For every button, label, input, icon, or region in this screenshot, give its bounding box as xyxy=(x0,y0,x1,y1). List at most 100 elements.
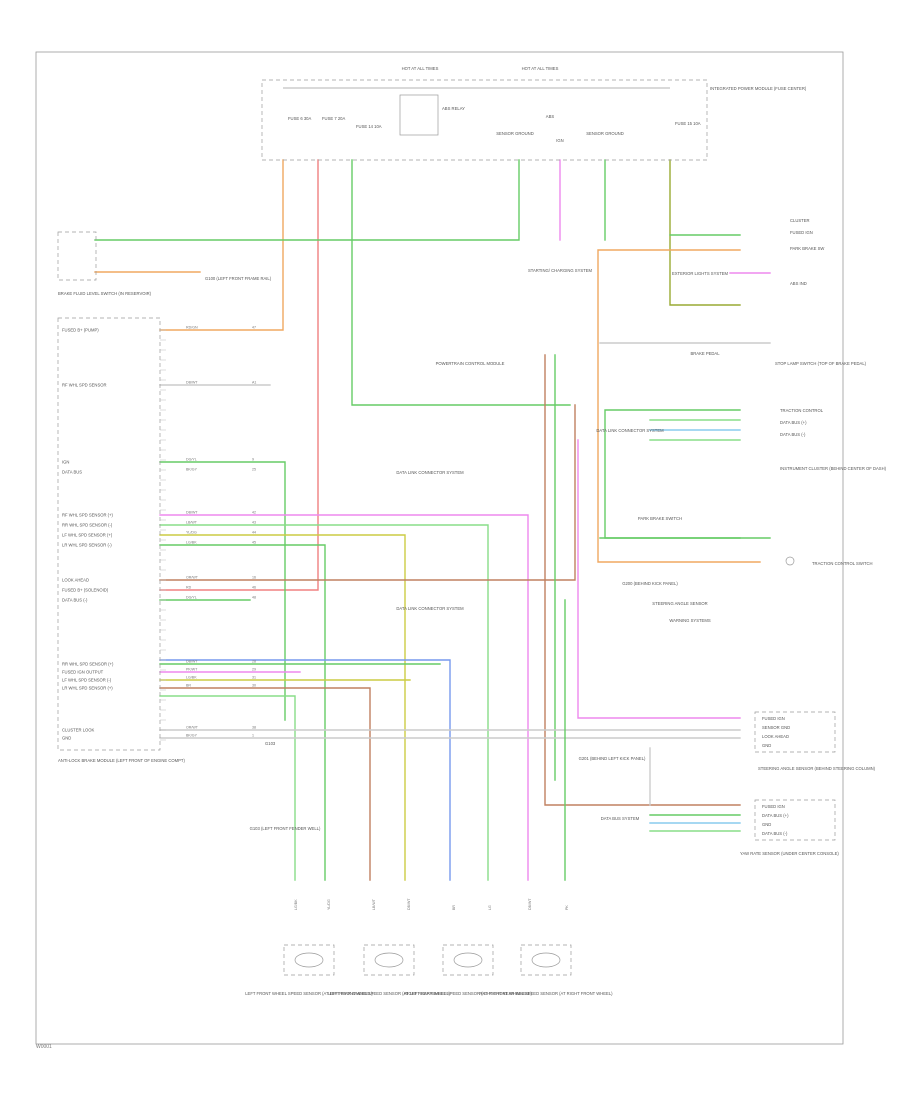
abs-module: ANTI-LOCK BRAKE MODULE (LEFT FRONT OF EN… xyxy=(57,317,256,763)
sensor-wire-labels: LG/BK YL/DG LB/WT DB/WT BR LG DB/WT PK xyxy=(294,898,569,910)
brake-fluid-switch-name: BRAKE FLUID LEVEL SWITCH (IN RESERVOIR) xyxy=(58,291,152,296)
lf-wheel-sensor: LEFT FRONT WHEEL SPEED SENSOR (AT LEFT F… xyxy=(245,944,373,996)
lf-sensor-icon xyxy=(294,952,324,968)
pin-number: 29 xyxy=(252,668,256,672)
pin-label: RF WHL SPD SENSOR (+) xyxy=(62,513,114,518)
g100-note: G100 (LEFT FRONT FRAME RAIL) xyxy=(205,276,272,281)
steering-angle-box xyxy=(754,711,836,753)
traction-switch-label: TRACTION CONTROL SWITCH xyxy=(812,561,873,566)
fuse-block-top-left: HOT AT ALL TIMES xyxy=(402,66,439,71)
stop-lamp-name: STOP LAMP SWITCH (TOP OF BRAKE PEDAL) xyxy=(775,361,867,366)
sensor-wire-2: LB/WT xyxy=(372,898,376,910)
pin-label: CLUSTER LOOK xyxy=(62,728,95,733)
lower-block-1-2: LOOK AHEAD xyxy=(762,734,789,739)
rf-wheel-sensor: RIGHT FRONT WHEEL SPEED SENSOR (AT RIGHT… xyxy=(479,944,613,996)
wire-green-ign-pin xyxy=(159,461,286,721)
lower-block-1-3: GND xyxy=(762,743,771,748)
wire-green-lr-extra xyxy=(159,695,296,881)
pin-label: RR WHL SPD SENSOR (+) xyxy=(62,662,114,667)
fuse-block: HOT AT ALL TIMES HOT AT ALL TIMES FUSE 6… xyxy=(261,66,807,161)
abs-module-name: ANTI-LOCK BRAKE MODULE (LEFT FRONT OF EN… xyxy=(58,758,185,763)
lower-block-2-3: DATA BUS (-) xyxy=(762,831,788,836)
fuse-14-label: FUSE 14 10A xyxy=(356,124,382,129)
pin-wire-color: DB/WT xyxy=(186,381,198,385)
sensor-wire-1: YL/DG xyxy=(327,899,331,910)
pin-label: RR WHL SPD SENSOR (-) xyxy=(62,523,113,528)
lr-sensor-box xyxy=(363,944,415,976)
bus-label-3: SENSOR GROUND xyxy=(586,131,623,136)
wire-pink-rf xyxy=(159,514,529,881)
steering-angle-block: FUSED IGN SENSOR GND LOOK AHEAD GND STEE… xyxy=(579,711,876,771)
wire-brown-lower xyxy=(544,354,741,806)
pin-number: 31 xyxy=(252,676,256,680)
pin-number: 38 xyxy=(252,726,256,730)
park-brake-label: PARK BRAKE SWITCH xyxy=(638,516,682,521)
sensor-wire-7: PK xyxy=(565,905,569,910)
footer-code: W0001 xyxy=(36,1044,52,1050)
lf-sensor-box xyxy=(283,944,335,976)
pin-wire-color: RD xyxy=(186,586,192,590)
pin-number: 30 xyxy=(252,684,256,688)
g201-label: G201 (BEHIND LEFT KICK PANEL) xyxy=(579,756,646,761)
bus-label-1: SENSOR GROUND xyxy=(496,131,533,136)
right-side: CLUSTER FUSED IGN PARK BRAKE SW ABS IND … xyxy=(622,218,886,606)
pin-wire-color: LG/BK xyxy=(186,676,197,680)
sensor-wire-6: DB/WT xyxy=(528,898,532,910)
wire-lgreen-rr xyxy=(159,524,489,881)
pin-number: 42 xyxy=(252,511,256,515)
pin-number: 45 xyxy=(252,541,256,545)
left-bottom-note: G103 xyxy=(265,741,276,746)
pin-label: LF WHL SPD SENSOR (-) xyxy=(62,678,112,683)
cluster-mid-1: DATA BUS (+) xyxy=(780,420,807,425)
pin-label: FUSED B+ (SOLENOID) xyxy=(62,588,109,593)
warning-systems-note: WARNING SYSTEMS xyxy=(669,618,710,623)
rf-sensor-label: RIGHT FRONT WHEEL SPEED SENSOR (AT RIGHT… xyxy=(479,991,613,996)
pin-number: 1 xyxy=(252,734,254,738)
cluster-top-3: ABS IND xyxy=(790,281,807,286)
cluster-mid-0: TRACTION CONTROL xyxy=(780,408,824,413)
diagram-frame xyxy=(35,51,844,1045)
exterior-lights-note: EXTERIOR LIGHTS SYSTEM xyxy=(672,271,729,276)
wire-green-lr xyxy=(159,544,326,881)
rr-sensor-box xyxy=(442,944,494,976)
fuse-block-name: INTEGRATED POWER MODULE (FUSE CENTER) xyxy=(710,86,807,91)
system-notes: STARTING/ CHARGING SYSTEM POWERTRAIN CON… xyxy=(396,268,728,821)
pin-number: 47 xyxy=(252,326,256,330)
pin-label: LR WHL SPD SENSOR (+) xyxy=(62,686,113,691)
bus-label-2: IGN xyxy=(556,138,563,143)
pin-wire-color: PK/WT xyxy=(186,668,198,672)
wire-orange-cluster xyxy=(597,249,761,563)
wires xyxy=(94,159,771,881)
pin-wire-color: RD/GN xyxy=(186,326,198,330)
brake-fluid-switch: BRAKE FLUID LEVEL SWITCH (IN RESERVOIR) … xyxy=(57,231,272,296)
g103-label: G103 (LEFT FRONT FENDER WELL) xyxy=(250,826,321,831)
data-bus-note: DATA BUS SYSTEM xyxy=(601,816,640,821)
wire-green-brake-switch xyxy=(94,159,520,241)
pin-wire-color: BR xyxy=(186,684,191,688)
sensor-wire-0: LG/BK xyxy=(294,899,298,910)
wire-red-fuse7 xyxy=(159,159,319,591)
wire-green-fuse14 xyxy=(351,159,571,406)
pin-label: LR WHL SPD SENSOR (-) xyxy=(62,543,112,548)
pin-number: 44 xyxy=(252,531,256,535)
starting-system-note: STARTING/ CHARGING SYSTEM xyxy=(528,268,593,273)
pin-number: A1 xyxy=(252,381,256,385)
steering-label: STEERING ANGLE SENSOR xyxy=(652,601,707,606)
pin-wire-color: BK/GY xyxy=(186,734,198,738)
sensor-wire-4: BR xyxy=(452,905,456,910)
wire-yellow-lf xyxy=(159,534,406,881)
abs-relay-label: ABS RELAY xyxy=(442,106,465,111)
rr-sensor-label: RIGHT REAR WHEEL SPEED SENSOR (AT RIGHT … xyxy=(404,991,532,996)
lower-block-1-0: FUSED IGN xyxy=(762,716,785,721)
pin-wire-color: DB/WT xyxy=(186,660,198,664)
rf-sensor-box xyxy=(520,944,572,976)
rr-wheel-sensor: RIGHT REAR WHEEL SPEED SENSOR (AT RIGHT … xyxy=(404,944,532,996)
lr-wheel-sensor: LEFT REAR WHEEL SPEED SENSOR (AT LEFT RE… xyxy=(328,944,451,996)
traction-lamp-icon xyxy=(785,556,795,566)
pin-number: 48 xyxy=(252,596,256,600)
data-link-note-1: DATA LINK CONNECTOR SYSTEM xyxy=(396,470,464,475)
pin-wire-color: LB/WT xyxy=(186,521,198,525)
brake-fluid-switch-box xyxy=(57,231,97,281)
cluster-top-1: FUSED IGN xyxy=(790,230,813,235)
